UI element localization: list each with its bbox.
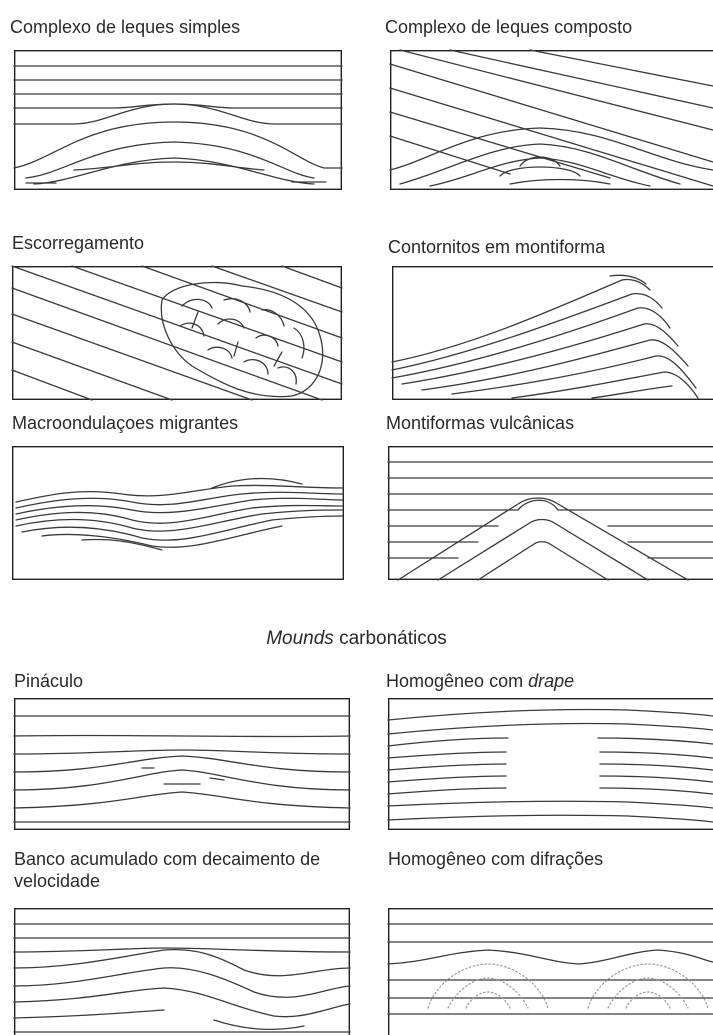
panel-pinaculo (14, 698, 350, 830)
section-heading-em: Mounds (266, 628, 334, 649)
panel-homogeneo-difracoes (388, 908, 713, 1035)
panel-complexo-leques-simples (14, 50, 342, 190)
label-homogeneo-drape-em: drape (528, 671, 574, 691)
section-heading-rest: carbonáticos (334, 628, 447, 649)
label-homogeneo-drape-prefix: Homogêneo com (386, 671, 528, 691)
label-escorregamento: Escorregamento (12, 232, 144, 254)
label-complexo-leques-simples: Complexo de leques simples (10, 16, 240, 38)
label-macroondulacoes: Macroondulaçoes migrantes (12, 412, 238, 434)
label-montiformas-vulcanicas: Montiformas vulcânicas (386, 412, 574, 434)
panel-montiformas-vulcanicas (388, 446, 713, 580)
panel-macroondulacoes (12, 446, 344, 580)
panel-homogeneo-drape (388, 698, 713, 830)
section-heading: Mounds carbonáticos (0, 628, 713, 650)
label-contornitos: Contornitos em montiforma (388, 236, 605, 258)
label-pinaculo: Pináculo (14, 670, 83, 692)
label-homogeneo-drape: Homogêneo com drape (386, 670, 574, 692)
panel-complexo-leques-composto (390, 50, 713, 190)
panel-contornitos (392, 266, 713, 400)
label-homogeneo-difracoes: Homogêneo com difrações (388, 848, 603, 870)
panel-banco-acumulado (14, 908, 350, 1035)
panel-escorregamento (12, 266, 342, 400)
label-banco-acumulado: Banco acumulado com decaimento de veloci… (14, 848, 344, 892)
label-complexo-leques-composto: Complexo de leques composto (385, 16, 632, 38)
